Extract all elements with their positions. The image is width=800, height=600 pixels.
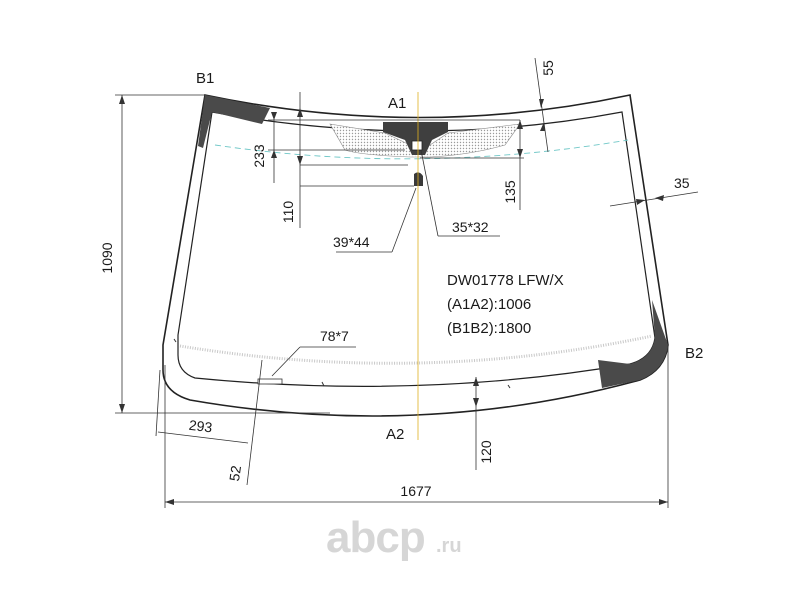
vin-window: [257, 378, 283, 385]
sensor-dot-band: [329, 123, 521, 158]
pad-110-label: 110: [280, 201, 296, 224]
tick-mark-corner: [173, 338, 177, 343]
vin-leader: [271, 346, 301, 377]
mirror-base-patch: [383, 122, 448, 155]
bottom-band-arrows: [473, 377, 479, 407]
tick-mark-left: [321, 381, 325, 387]
corner-dimension-label: 293: [188, 417, 213, 436]
sensor-135-label: 135: [502, 180, 518, 204]
sensor-window: [411, 140, 423, 151]
side-band-dimension-label: 35: [674, 175, 690, 191]
stub-dimension-line: [246, 359, 263, 486]
sensor-233-label: 233: [251, 144, 267, 168]
top-offset-dimension-label: 55: [540, 60, 556, 76]
point-b2-label: B2: [685, 345, 703, 362]
abcp-logo-watermark: abcp: [326, 513, 425, 562]
wiper-dot-band: [179, 334, 653, 365]
abcp-logo-suffix: .ru: [436, 535, 462, 557]
glass-outer-edge: [162, 94, 669, 417]
corner-dimension-line: [157, 431, 249, 444]
part-a1a2: (A1A2):1006: [447, 296, 531, 313]
bottom-band-dimension-label: 120: [478, 440, 494, 464]
point-a2-label: A2: [386, 426, 404, 443]
width-dimension-label: 1677: [400, 483, 431, 499]
part-b1b2: (B1B2):1800: [447, 320, 531, 337]
part-code: DW01778 LFW/X: [447, 272, 564, 289]
vin-window-label: 78*7: [320, 328, 349, 344]
frit-corner-top-left: [198, 95, 270, 148]
side-band-arrows: [636, 195, 664, 205]
sensor-135-arrows: [517, 120, 523, 158]
shade-band-line: [214, 139, 629, 160]
point-a1-label: A1: [388, 95, 406, 112]
height-dimension-label: 1090: [99, 242, 115, 273]
sensor-leader: [420, 149, 439, 237]
mirror-pad-leader: [391, 187, 417, 253]
corner-ext: [155, 369, 161, 437]
stub-dimension-label: 52: [226, 464, 244, 482]
top-offset-arrows: [539, 99, 545, 131]
sensor-area-label: 35*32: [452, 219, 489, 235]
mirror-pad-mark: [414, 172, 423, 186]
side-band-dimension-line: [609, 191, 699, 207]
point-b1-label: B1: [196, 70, 214, 87]
mirror-pad-label: 39*44: [333, 234, 370, 250]
frit-corner-bottom-right: [598, 300, 668, 388]
tick-mark-right: [507, 384, 511, 389]
